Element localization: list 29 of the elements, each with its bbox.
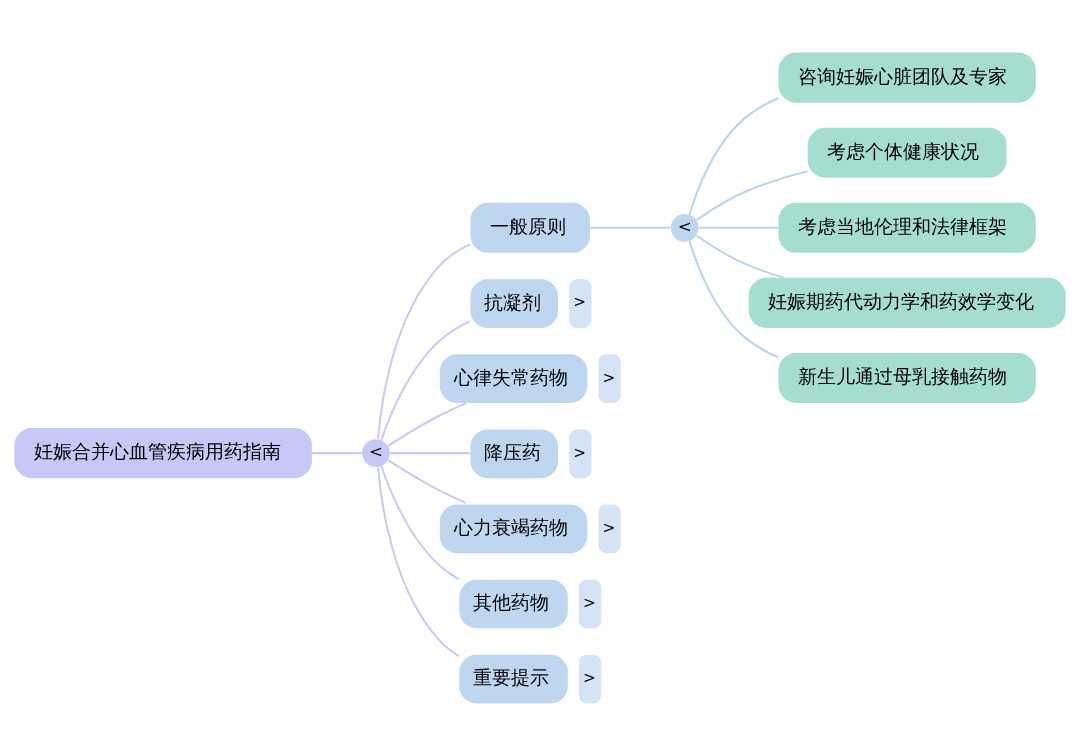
connector	[695, 234, 785, 279]
node-circle: <	[362, 438, 390, 467]
node-box: 咨询妊娠心脏团队及专家	[778, 52, 1036, 103]
node-label: >	[573, 443, 587, 462]
node-box: 一般原则	[470, 202, 591, 253]
node-box: 妊娠期药代动力学和药效学变化	[748, 277, 1066, 328]
node-box: 妊娠合并心血管疾病用药指南	[14, 427, 312, 478]
connector	[380, 319, 470, 440]
connector	[387, 458, 467, 504]
connector	[387, 401, 467, 447]
connector	[377, 242, 471, 439]
connector	[390, 451, 470, 454]
node-label: >	[583, 668, 596, 687]
node-label: >	[602, 368, 616, 387]
connector	[695, 169, 808, 221]
connector	[699, 226, 779, 229]
node-box: 新生儿通过母乳接触药物	[778, 352, 1036, 403]
node-label: >	[583, 593, 596, 612]
connector	[590, 226, 671, 229]
connector	[688, 96, 779, 215]
connector	[380, 465, 460, 580]
node-label: >	[573, 292, 587, 311]
connector	[688, 240, 779, 359]
connector	[312, 451, 362, 454]
connector	[377, 466, 460, 657]
node-box: 考虑当地伦理和法律框架	[778, 202, 1036, 253]
node-box: 考虑个体健康状况	[807, 127, 1007, 178]
node-label: >	[602, 518, 616, 537]
node-circle: <	[670, 213, 699, 242]
